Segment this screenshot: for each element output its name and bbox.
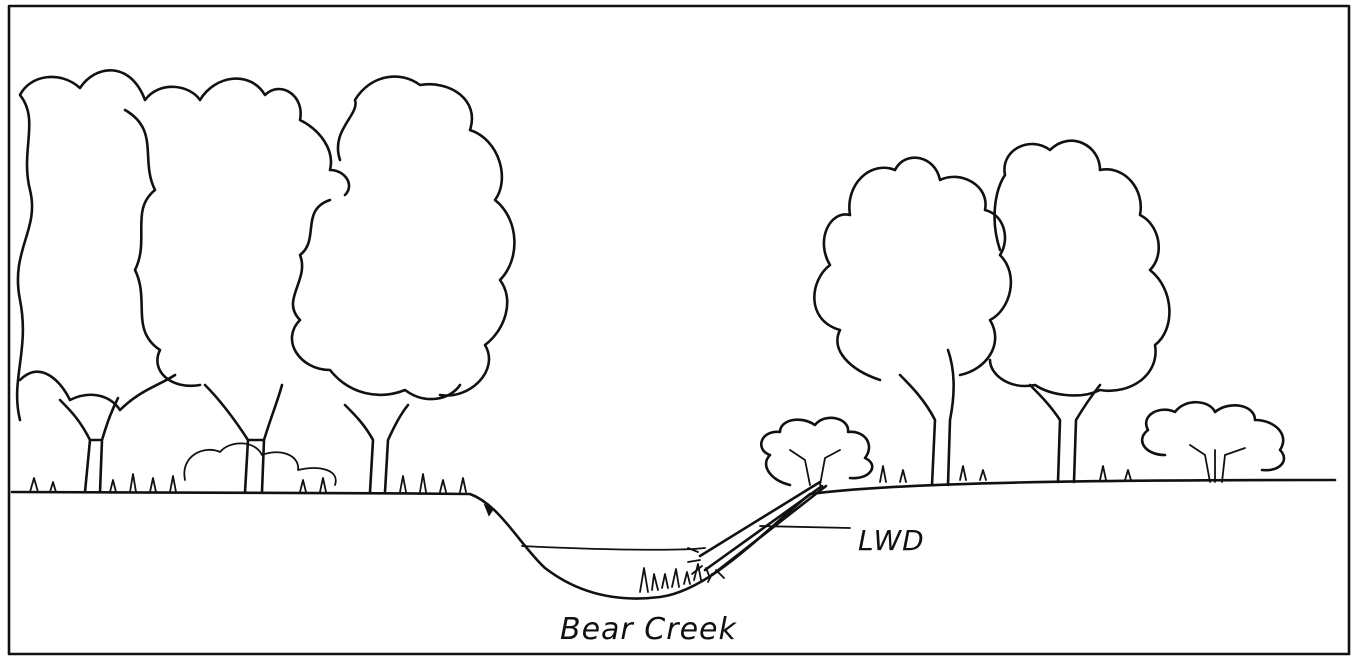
lwd-label: LWD [858, 524, 925, 557]
shrub-right-bank-stems [790, 450, 840, 485]
tree-trunk-right-1 [900, 350, 954, 485]
creek-name-label: Bear Creek [560, 612, 737, 647]
grass-right [880, 466, 1131, 482]
drawing-frame [9, 6, 1349, 654]
tree-trunk-left-2 [205, 385, 282, 492]
tree-canopy-left-2 [125, 110, 200, 386]
water-surface-line [522, 546, 705, 550]
tree-trunk-left-3 [345, 405, 408, 492]
lwd-log [700, 482, 826, 575]
grass-left [30, 474, 466, 492]
tree-canopy-left-1 [17, 70, 349, 420]
shrub-right-far [1142, 402, 1284, 470]
tree-trunk-right-2 [1030, 385, 1100, 482]
shrub-left [184, 443, 335, 485]
tree-canopy-right-2 [990, 141, 1169, 396]
tree-canopy-left-4 [292, 200, 460, 399]
shrub-right-bank [761, 418, 872, 485]
shrub-right-far-stems [1190, 445, 1245, 482]
tree-trunk-left-1 [60, 398, 118, 492]
tree-canopy-left-5 [20, 372, 175, 410]
tree-canopy-left-3 [338, 77, 514, 396]
tree-canopy-right-1 [814, 158, 1011, 380]
